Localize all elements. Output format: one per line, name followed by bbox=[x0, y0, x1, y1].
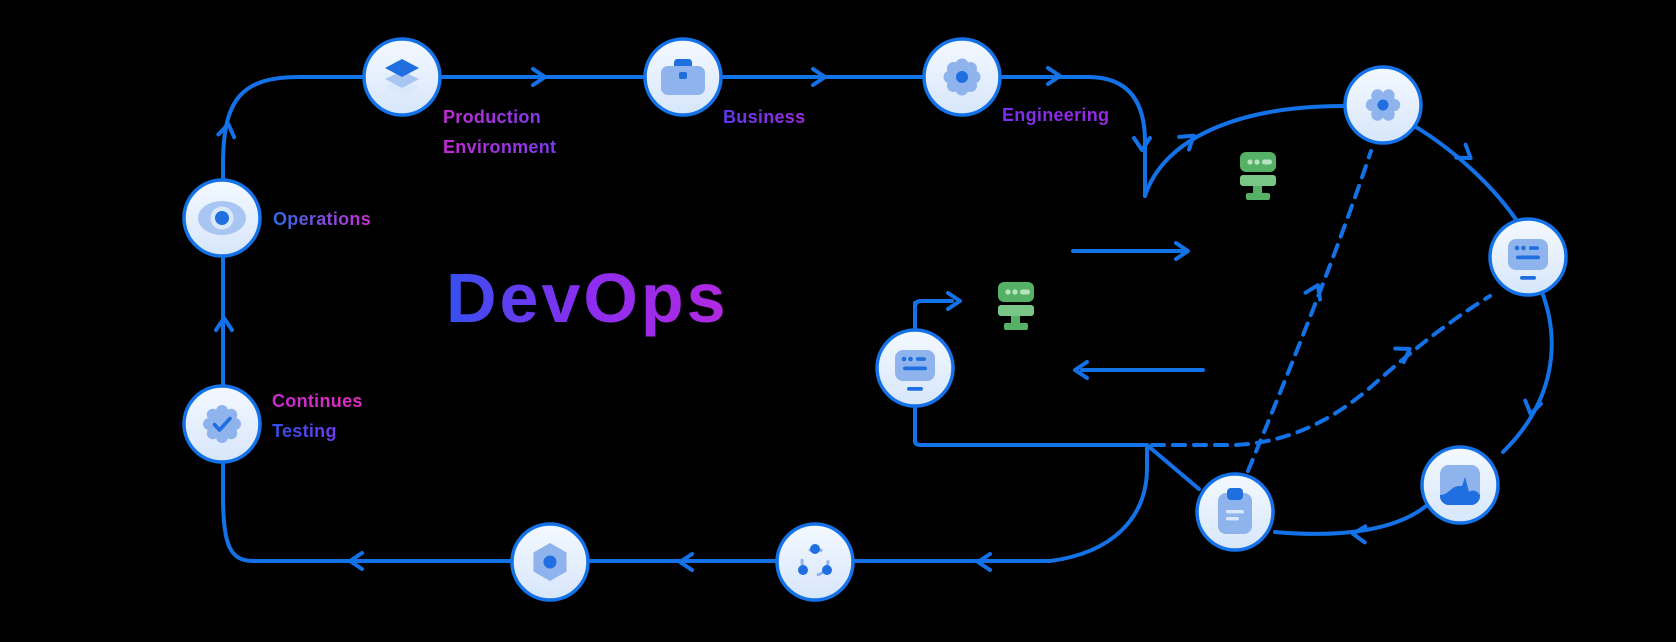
share-cycle-icon bbox=[798, 544, 832, 577]
gear-flower-icon bbox=[943, 58, 981, 96]
node-production-environment bbox=[362, 37, 442, 117]
node-engineering bbox=[922, 37, 1002, 117]
check-badge-icon bbox=[203, 405, 241, 443]
node-share-cycle bbox=[775, 522, 855, 602]
gear-flower-icon-2 bbox=[1365, 89, 1401, 121]
node-hexagon bbox=[510, 522, 590, 602]
label-production-environment: Production Environment bbox=[443, 102, 556, 162]
label-line: Production bbox=[443, 107, 541, 127]
label-line: Continues bbox=[272, 386, 363, 416]
dashed-connectors bbox=[1150, 149, 1492, 473]
flow-arrowheads bbox=[214, 66, 1543, 572]
node-continues-testing bbox=[182, 384, 262, 464]
node-operations bbox=[182, 178, 262, 258]
cluster-solid-connectors bbox=[913, 104, 1554, 536]
annotation-arrows bbox=[1071, 249, 1205, 372]
label-operations: Operations bbox=[273, 204, 371, 234]
node-clipboard bbox=[1195, 472, 1275, 552]
node-activity bbox=[1420, 445, 1500, 525]
activity-monitor-icon bbox=[1440, 465, 1480, 505]
node-business bbox=[643, 37, 723, 117]
label-line: Testing bbox=[272, 416, 363, 446]
target-eye-icon bbox=[198, 201, 246, 235]
briefcase-icon bbox=[661, 59, 705, 95]
label-engineering: Engineering bbox=[1002, 100, 1109, 130]
green-robot-server-icon-2 bbox=[998, 282, 1034, 330]
node-terminal-right bbox=[1488, 217, 1568, 297]
green-robot-server-icon bbox=[1240, 152, 1276, 200]
terminal-window-icon-2 bbox=[895, 350, 935, 391]
terminal-window-icon bbox=[1508, 239, 1548, 280]
node-gear bbox=[1343, 65, 1423, 145]
layers-stack-icon bbox=[385, 59, 419, 96]
label-business: Business bbox=[723, 102, 805, 132]
main-loop-path bbox=[221, 75, 1149, 563]
label-line: Environment bbox=[443, 137, 557, 157]
devops-title: DevOps bbox=[446, 259, 729, 337]
node-terminal-left bbox=[875, 328, 955, 408]
clipboard-icon bbox=[1218, 488, 1252, 534]
hexagon-nut-icon bbox=[533, 543, 567, 581]
label-continues-testing: Continues Testing bbox=[272, 386, 363, 446]
